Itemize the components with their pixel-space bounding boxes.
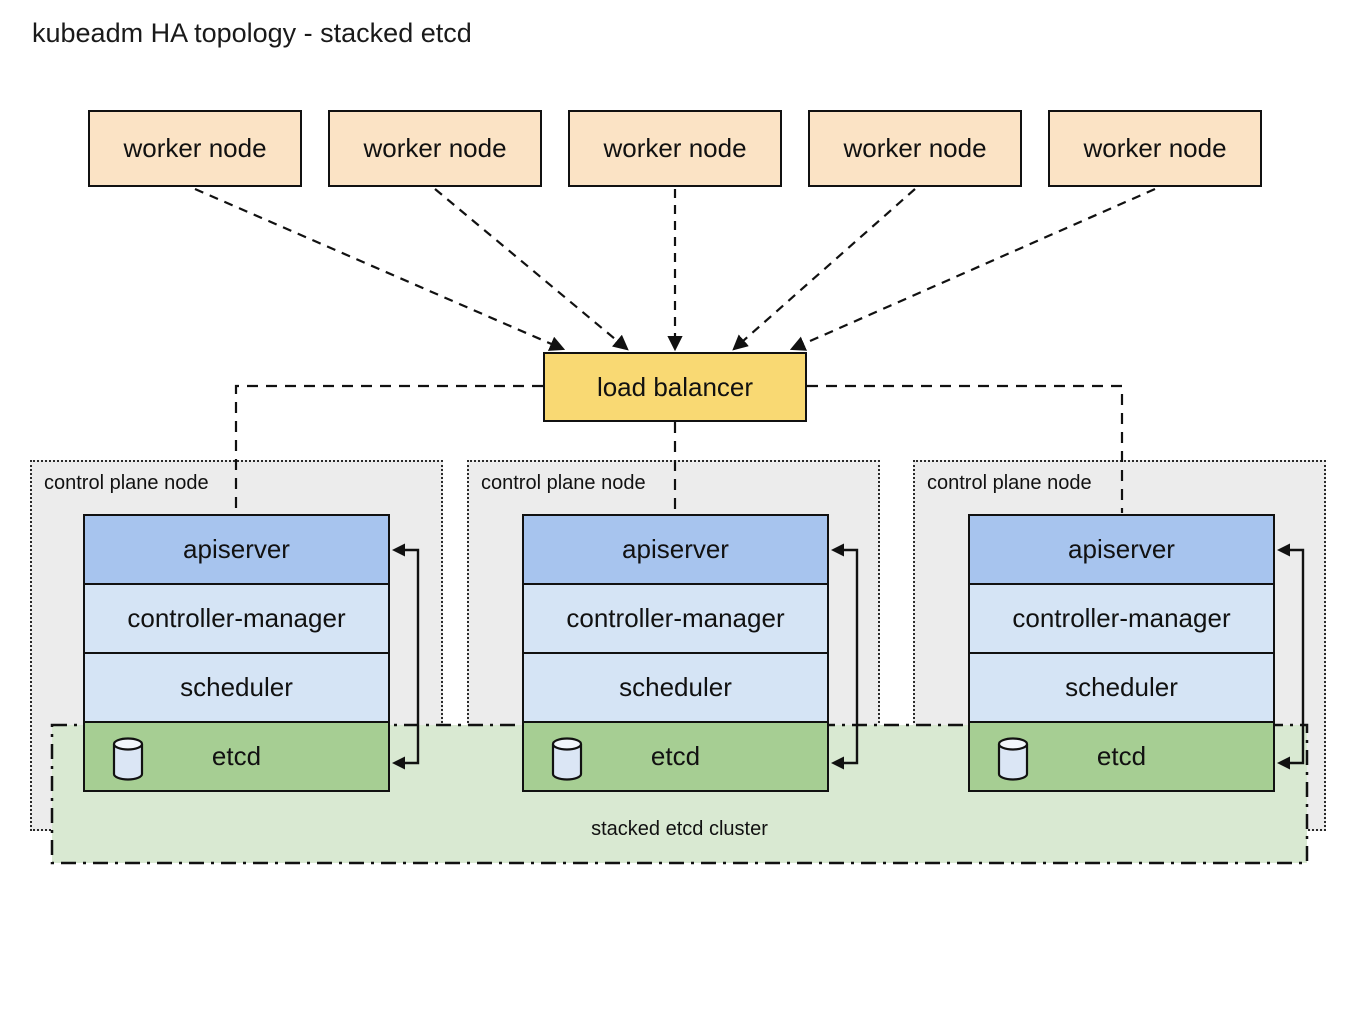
- etcd-box: etcd: [83, 721, 390, 792]
- controller-manager-box: controller-manager: [83, 583, 390, 654]
- worker-node-box: worker node: [568, 110, 782, 187]
- etcd-label: etcd: [211, 741, 262, 771]
- database-cylinder-icon: [551, 737, 583, 781]
- apiserver-label: apiserver: [622, 534, 729, 564]
- worker-node-label: worker node: [603, 133, 747, 163]
- control-plane-stack: apiserver controller-manager scheduler e…: [83, 514, 390, 792]
- scheduler-box: scheduler: [83, 652, 390, 723]
- control-plane-stack: apiserver controller-manager scheduler e…: [968, 514, 1275, 792]
- worker-node-label: worker node: [843, 133, 987, 163]
- etcd-label: etcd: [650, 741, 701, 771]
- worker-node-label: worker node: [363, 133, 507, 163]
- controller-manager-box: controller-manager: [968, 583, 1275, 654]
- apiserver-box: apiserver: [83, 514, 390, 585]
- apiserver-label: apiserver: [1068, 534, 1175, 564]
- worker-node-label: worker node: [1083, 133, 1227, 163]
- controller-manager-label: controller-manager: [127, 603, 346, 633]
- scheduler-box: scheduler: [522, 652, 829, 723]
- controller-manager-label: controller-manager: [566, 603, 785, 633]
- control-plane-stack: apiserver controller-manager scheduler e…: [522, 514, 829, 792]
- apiserver-box: apiserver: [968, 514, 1275, 585]
- worker-node-box: worker node: [1048, 110, 1262, 187]
- apiserver-box: apiserver: [522, 514, 829, 585]
- worker-node-box: worker node: [328, 110, 542, 187]
- worker2-to-lb-arrow: [434, 188, 629, 351]
- controller-manager-box: controller-manager: [522, 583, 829, 654]
- controller-manager-label: controller-manager: [1012, 603, 1231, 633]
- worker-to-lb-arrows: [194, 187, 1156, 352]
- load-balancer-label: load balancer: [596, 371, 754, 402]
- stacked-etcd-cluster-label: stacked etcd cluster: [591, 818, 768, 840]
- database-cylinder-icon: [112, 737, 144, 781]
- etcd-label: etcd: [1096, 741, 1147, 771]
- scheduler-label: scheduler: [619, 672, 732, 702]
- control-plane-label: control plane node: [44, 472, 209, 494]
- etcd-box: etcd: [522, 721, 829, 792]
- etcd-box: etcd: [968, 721, 1275, 792]
- worker-node-box: worker node: [88, 110, 302, 187]
- worker1-to-lb-arrow: [194, 187, 566, 351]
- worker5-to-lb-arrow: [789, 187, 1156, 351]
- diagram-title: kubeadm HA topology - stacked etcd: [32, 18, 472, 48]
- scheduler-box: scheduler: [968, 652, 1275, 723]
- worker4-to-lb-arrow: [732, 188, 916, 351]
- load-balancer-box: load balancer: [543, 352, 807, 422]
- worker-node-label: worker node: [123, 133, 267, 163]
- control-plane-label: control plane node: [481, 472, 646, 494]
- database-cylinder-icon: [997, 737, 1029, 781]
- control-plane-label: control plane node: [927, 472, 1092, 494]
- scheduler-label: scheduler: [1065, 672, 1178, 702]
- apiserver-label: apiserver: [183, 534, 290, 564]
- scheduler-label: scheduler: [180, 672, 293, 702]
- worker-node-box: worker node: [808, 110, 1022, 187]
